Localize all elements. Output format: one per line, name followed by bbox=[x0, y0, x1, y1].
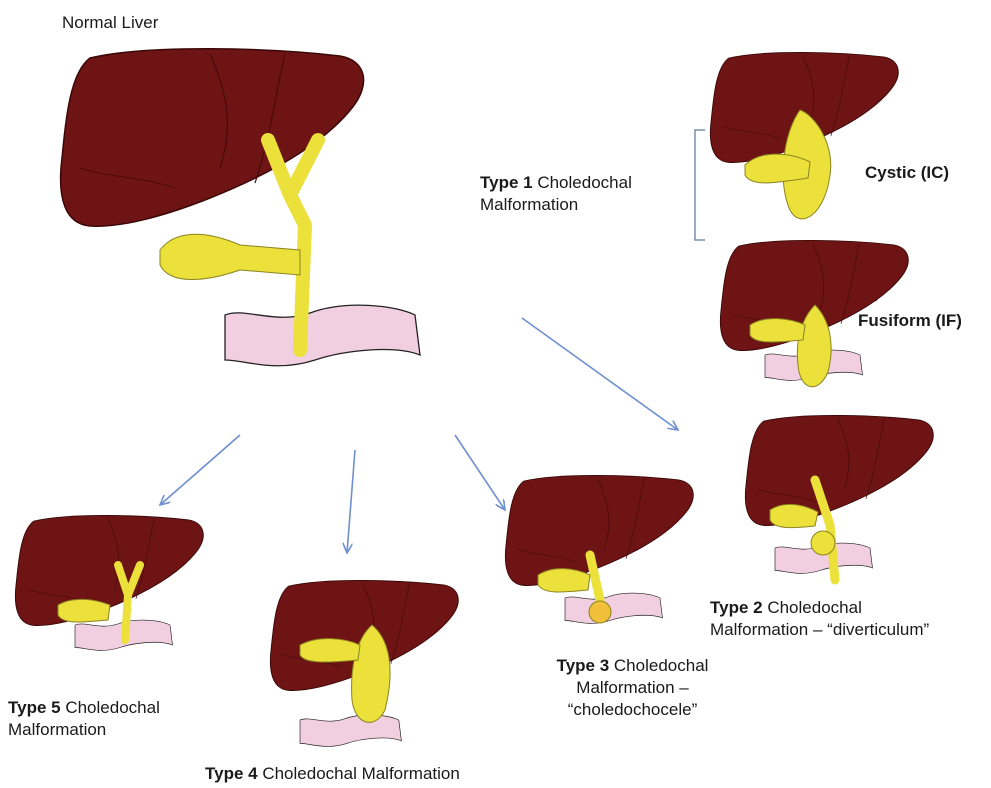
type4-label: Type 4 Choledochal Malformation bbox=[205, 763, 460, 785]
type3-illustration bbox=[505, 475, 693, 623]
normal-liver-illustration bbox=[61, 49, 420, 366]
type1-bracket bbox=[695, 130, 705, 240]
type1-fusiform-label: Fusiform (IF) bbox=[858, 310, 962, 332]
type1-cystic-label: Cystic (IC) bbox=[865, 162, 949, 184]
normal-liver-label: Normal Liver bbox=[62, 12, 158, 34]
arrow-to-type3 bbox=[455, 435, 505, 510]
normal-gallbladder bbox=[160, 234, 300, 279]
type2-illustration bbox=[745, 415, 933, 580]
arrow-to-type4 bbox=[347, 450, 355, 553]
normal-duodenum bbox=[225, 305, 420, 366]
type4-illustration bbox=[270, 580, 458, 746]
arrow-to-type2 bbox=[522, 318, 678, 430]
type5-illustration bbox=[15, 515, 203, 650]
arrow-to-type5 bbox=[160, 435, 240, 505]
